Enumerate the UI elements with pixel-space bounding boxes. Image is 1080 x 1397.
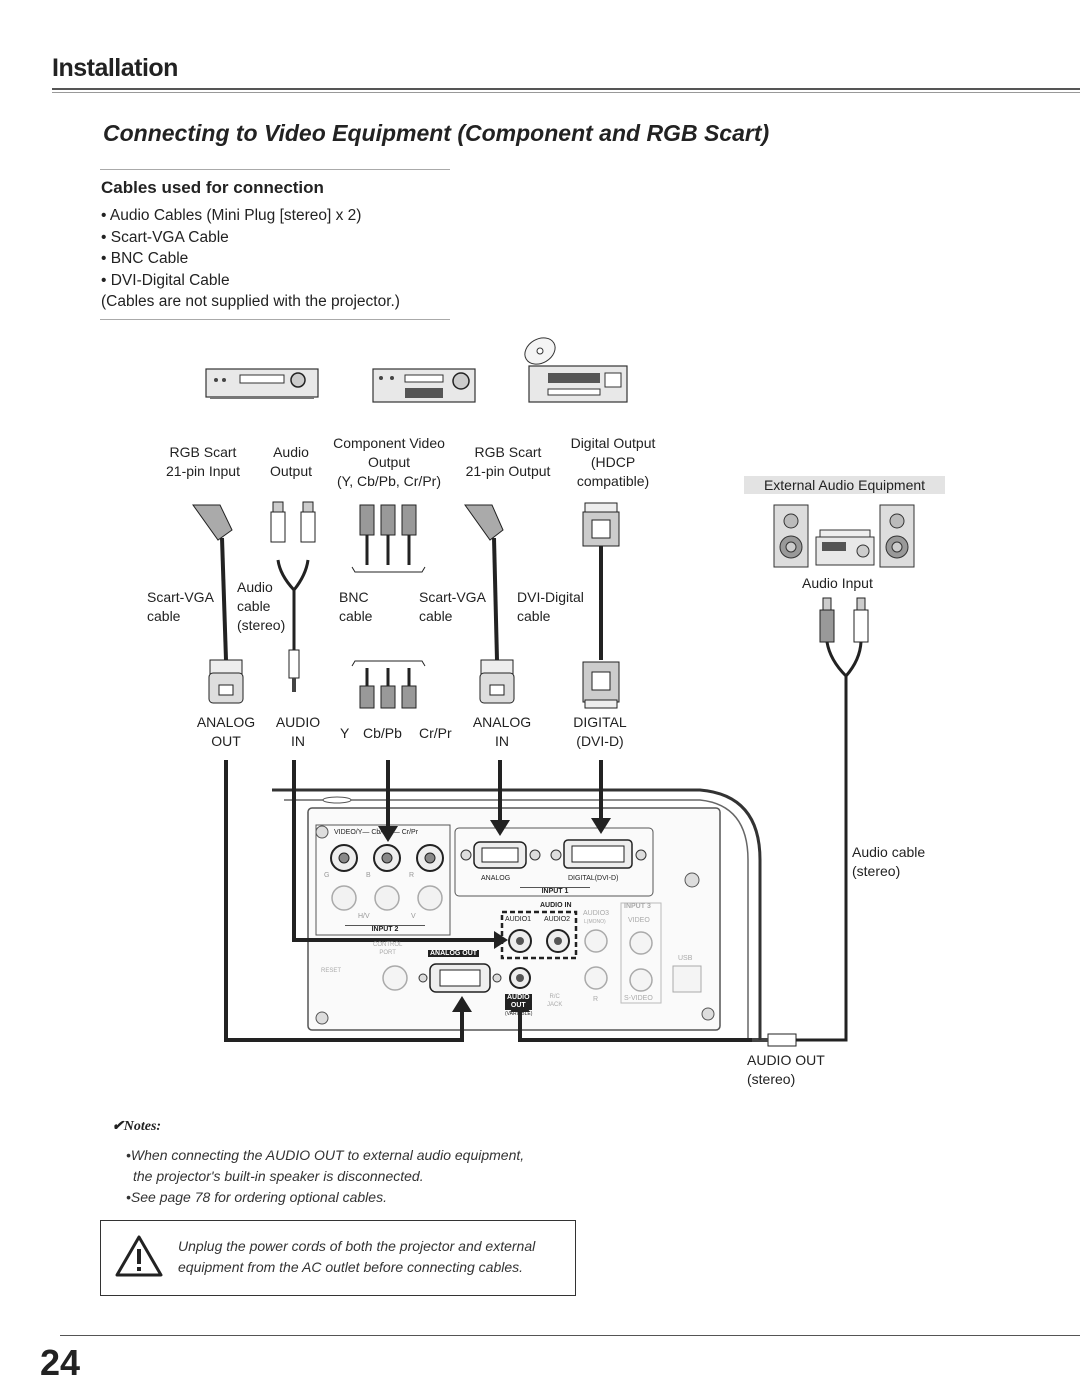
note-item: the projector's built-in speaker is disc… (133, 1168, 424, 1184)
crpr-label: Cr/Pr (419, 725, 452, 741)
digital-dvi-label: DIGITAL(DVI-D) (573, 714, 627, 749)
panel-input2-label: INPUT 2 (345, 925, 425, 933)
cables-box-bottom-rule (100, 319, 450, 320)
warning-icon (115, 1235, 163, 1277)
panel-s-video-label: S-VIDEO (624, 995, 653, 1002)
audio-out-label: AUDIO OUT(stereo) (747, 1052, 825, 1087)
external-audio-equipment (773, 504, 915, 568)
header-rule-thin (52, 92, 1080, 93)
note-item: •See page 78 for ordering optional cable… (126, 1189, 387, 1205)
y-label: Y (340, 725, 350, 741)
panel-audio2-label: AUDIO2 (544, 916, 571, 923)
audio-cable-stereo (270, 501, 316, 692)
page-number: 24 (40, 1342, 81, 1383)
panel-input3-label: INPUT 3 (624, 903, 651, 910)
panel-reset-label: RESET (321, 968, 342, 974)
av-device-2 (372, 368, 476, 403)
note-item: •When connecting the AUDIO OUT to extern… (126, 1147, 525, 1163)
panel-analog-label: ANALOG (481, 875, 511, 882)
panel-digital-label: DIGITAL(DVI-D) (568, 875, 619, 882)
notes-heading: ✔Notes: (112, 1119, 162, 1134)
panel-variable-label: (VARIABLE) (505, 1011, 533, 1017)
scart-vga-cable-2 (464, 504, 515, 704)
connection-arrows (224, 760, 752, 1042)
panel-v-label: V (411, 913, 416, 920)
panel-r-label: R (409, 872, 415, 879)
cable-item: • BNC Cable (101, 250, 189, 267)
panel-hv-label: H/V (358, 913, 370, 920)
panel-g-label: G (324, 872, 330, 879)
panel-video-label: VIDEO (628, 917, 650, 924)
warning-text: Unplug the power cords of both the proje… (178, 1238, 536, 1275)
footer-rule (60, 1335, 1080, 1336)
panel-analog-out-label: ANALOG OUT (428, 950, 480, 957)
dvi-digital-cable (582, 502, 620, 709)
cable-item: • Audio Cables (Mini Plug [stereo] x 2) (101, 207, 362, 224)
audio-input-label: Audio Input (802, 575, 873, 591)
audio-cable-right-label: Audio cable(stereo) (852, 844, 926, 879)
panel-b-label: B (366, 872, 371, 879)
panel-audio3-label: AUDIO3 (583, 910, 610, 917)
dvd-player (524, 337, 628, 403)
external-audio-label: External Audio Equipment (744, 476, 945, 494)
audio-cable-right (752, 597, 869, 1047)
panel-usb-label: USB (678, 955, 693, 962)
section-title: Installation (52, 54, 178, 82)
cables-list: • Audio Cables (Mini Plug [stereo] x 2) … (101, 205, 400, 313)
cable-item: • Scart-VGA Cable (101, 228, 229, 246)
page-heading: Connecting to Video Equipment (Component… (103, 120, 770, 146)
warning-box (100, 1220, 576, 1296)
cables-note: (Cables are not supplied with the projec… (101, 293, 400, 310)
header-rule (52, 88, 1080, 90)
av-device-1 (205, 368, 319, 399)
panel-audio1-label: AUDIO1 (505, 916, 532, 923)
panel-video-y-label: VIDEO/Y— Cb/Pb — Cr/Pr (334, 829, 419, 836)
cables-heading: Cables used for connection (101, 178, 324, 197)
bnc-cable (351, 504, 426, 709)
cable-item: • DVI-Digital Cable (101, 271, 230, 289)
scart-vga-cable-1 (192, 504, 244, 704)
panel-audio-in-label: AUDIO IN (540, 902, 572, 909)
cbpb-label: Cb/Pb (363, 725, 402, 741)
panel-input1-label: INPUT 1 (520, 887, 590, 895)
panel-r-audio-label: R (593, 996, 599, 1003)
panel-lmono-label: L(MONO) (584, 919, 606, 925)
cables-box-top-rule (100, 169, 450, 170)
projector-rear-panel (272, 788, 762, 1040)
connection-diagram (192, 337, 915, 1047)
